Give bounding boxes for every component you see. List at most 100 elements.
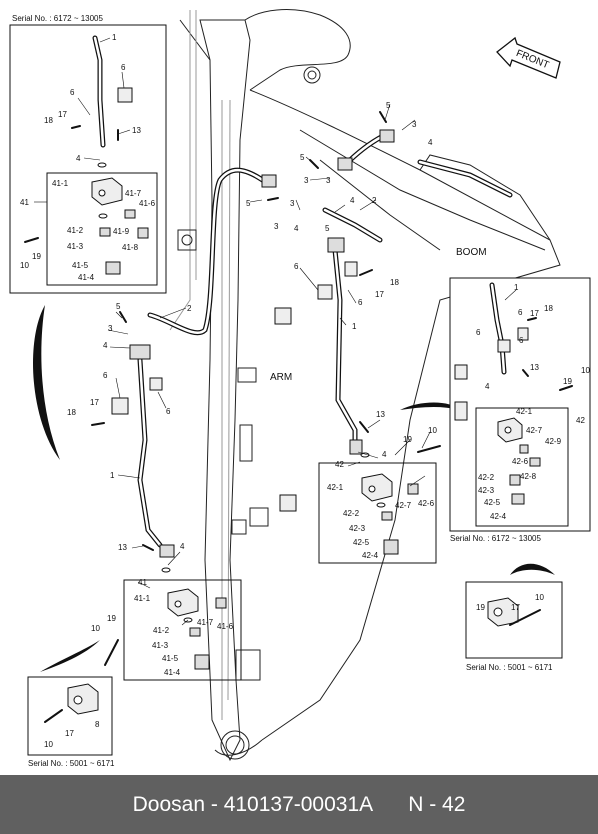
callout-41-5: 41-5	[72, 261, 89, 270]
callout-42: 42	[335, 460, 344, 469]
callout-13: 13	[530, 363, 539, 372]
block-box-41-main	[123, 579, 242, 681]
callout-10: 10	[581, 366, 590, 375]
callout-42-7: 42-7	[395, 501, 412, 510]
swoosh-left	[33, 305, 60, 460]
callout-4: 4	[485, 382, 490, 391]
callout-41: 41	[138, 578, 147, 587]
serial-label-right-main: Serial No. : 6172 ~ 13005	[450, 534, 542, 543]
callout-3: 3	[304, 176, 309, 185]
callout-1: 1	[110, 471, 115, 480]
callout-42-2: 42-2	[478, 473, 495, 482]
callout-3: 3	[108, 324, 113, 333]
callout-3: 3	[290, 199, 295, 208]
callout-42-1: 42-1	[516, 407, 533, 416]
callout-17: 17	[511, 603, 520, 612]
callout-41-9: 41-9	[113, 227, 130, 236]
leader-lines	[34, 37, 517, 626]
callout-2: 2	[372, 196, 377, 205]
footer-gap	[373, 793, 408, 817]
callout-1: 1	[514, 283, 519, 292]
callout-42-1: 42-1	[327, 483, 344, 492]
callout-6: 6	[121, 63, 126, 72]
callout-19: 19	[107, 614, 116, 623]
callout-6: 6	[519, 336, 524, 345]
callout-5: 5	[300, 153, 305, 162]
callout-19: 19	[476, 603, 485, 612]
callout-41: 41	[20, 198, 29, 207]
callout-17: 17	[530, 309, 539, 318]
callout-1: 1	[112, 33, 117, 42]
callout-42-4: 42-4	[362, 551, 379, 560]
swoosh-bottom-right	[510, 563, 555, 575]
serial-label-bottom-left: Serial No. : 5001 ~ 6171	[28, 759, 115, 768]
callout-17: 17	[65, 729, 74, 738]
footer-page-number: N - 42	[408, 792, 466, 816]
callout-41-4: 41-4	[164, 668, 181, 677]
callout-41-7: 41-7	[197, 618, 214, 627]
callout-5: 5	[325, 224, 330, 233]
hydraulic-piping-diagram: FRONT BOOM ARM Serial No. : 6172 ~ 13005…	[9, 9, 591, 768]
callout-17: 17	[58, 110, 67, 119]
callout-41-1: 41-1	[134, 594, 151, 603]
swoosh-right	[400, 402, 460, 410]
callout-41-3: 41-3	[67, 242, 84, 251]
callout-6: 6	[166, 407, 171, 416]
callout-4: 4	[180, 542, 185, 551]
callout-3: 3	[326, 176, 331, 185]
callout-42: 42	[576, 416, 585, 425]
block-box-41-inset	[46, 172, 158, 286]
bolts	[24, 111, 573, 723]
clamps	[111, 87, 529, 512]
callout-10: 10	[44, 740, 53, 749]
callout-8: 8	[95, 720, 100, 729]
callout-42-3: 42-3	[478, 486, 495, 495]
callout-10: 10	[428, 426, 437, 435]
callout-19: 19	[563, 377, 572, 386]
callout-10: 10	[20, 261, 29, 270]
callout-18: 18	[67, 408, 76, 417]
callout-41-6: 41-6	[217, 622, 234, 631]
footer-separator: -	[205, 792, 224, 816]
callout-42-2: 42-2	[343, 509, 360, 518]
arm-label: ARM	[270, 372, 292, 383]
callout-6: 6	[358, 298, 363, 307]
callout-19: 19	[32, 252, 41, 261]
callout-1: 1	[352, 322, 357, 331]
callout-3: 3	[274, 222, 279, 231]
callout-41-7: 41-7	[125, 189, 142, 198]
callout-41-1: 41-1	[52, 179, 69, 188]
callout-4: 4	[350, 196, 355, 205]
callout-13: 13	[118, 543, 127, 552]
callout-18: 18	[390, 278, 399, 287]
callout-42-9: 42-9	[545, 437, 562, 446]
callout-4: 4	[76, 154, 81, 163]
callout-42-7: 42-7	[526, 426, 543, 435]
valve-blocks	[67, 177, 523, 715]
callout-13: 13	[132, 126, 141, 135]
callout-6: 6	[294, 262, 299, 271]
callout-41-2: 41-2	[67, 226, 84, 235]
block-box-42-main	[318, 462, 437, 564]
callout-42-4: 42-4	[490, 512, 507, 521]
callout-10: 10	[91, 624, 100, 633]
callout-4: 4	[428, 138, 433, 147]
serial-label-right-small: Serial No. : 5001 ~ 6171	[466, 663, 553, 672]
callout-41-3: 41-3	[152, 641, 169, 650]
callout-18: 18	[44, 116, 53, 125]
callout-41-6: 41-6	[139, 199, 156, 208]
callout-4: 4	[294, 224, 299, 233]
callout-19: 19	[403, 435, 412, 444]
callout-5: 5	[386, 101, 391, 110]
callout-41-4: 41-4	[78, 273, 95, 282]
callout-5: 5	[246, 199, 251, 208]
callout-4: 4	[103, 341, 108, 350]
callout-3: 3	[412, 120, 417, 129]
callout-labels: 1 6 6 17 18 13 4 41-1 41 41-7 41-6 41-2 …	[20, 33, 590, 749]
callout-41-8: 41-8	[122, 243, 139, 252]
boom-structure	[169, 9, 561, 762]
detail-box-right	[449, 277, 591, 532]
callout-42-5: 42-5	[484, 498, 501, 507]
callout-41-2: 41-2	[153, 626, 170, 635]
swoosh-bottom-left	[40, 640, 100, 672]
